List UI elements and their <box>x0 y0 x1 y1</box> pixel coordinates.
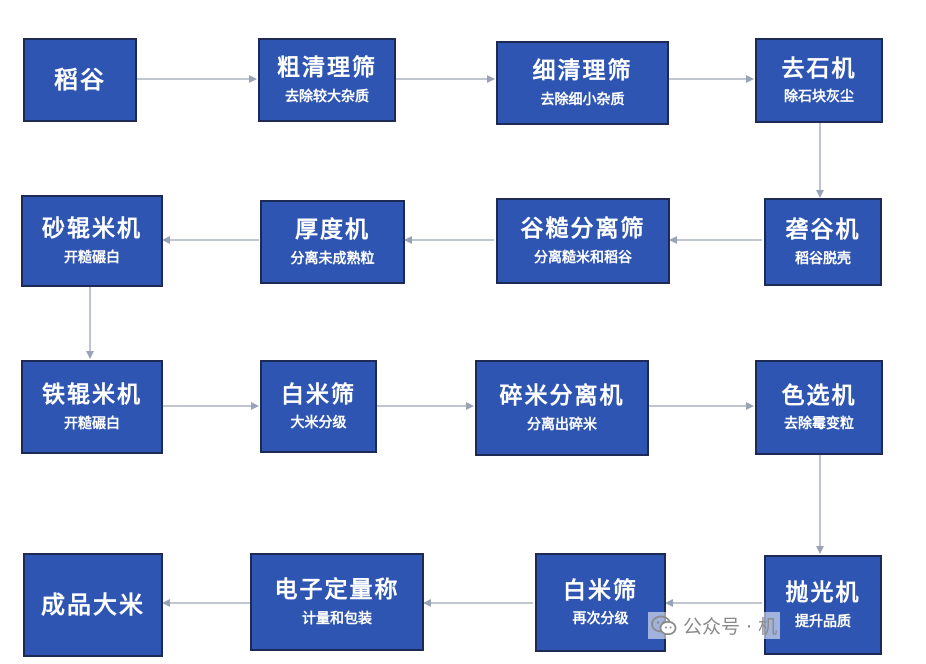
node-title: 色选机 <box>781 382 857 409</box>
node-title: 去石机 <box>781 55 857 82</box>
node-subtitle: 去除细小杂质 <box>540 91 625 108</box>
node-paddy: 稻谷 <box>23 38 137 122</box>
node-title: 砻谷机 <box>785 217 861 244</box>
node-subtitle: 去除较大杂质 <box>285 88 369 105</box>
node-paddy-sep: 谷糙分离筛 分离糙米和稻谷 <box>496 198 670 284</box>
node-white-sifter-2: 白米筛 再次分级 <box>535 553 666 652</box>
node-destoner: 去石机 除石块灰尘 <box>755 38 883 123</box>
node-subtitle: 再次分级 <box>572 611 629 628</box>
node-title: 稻谷 <box>54 66 106 94</box>
node-subtitle: 稻谷脱壳 <box>795 250 851 267</box>
watermark-text: 公众号 · 机 <box>683 616 778 638</box>
node-title: 谷糙分离筛 <box>520 216 646 243</box>
node-rough-clean: 粗清理筛 去除较大杂质 <box>258 38 396 122</box>
node-subtitle: 分离糙米和稻谷 <box>534 249 632 266</box>
watermark: 公众号 · 机 <box>648 612 781 639</box>
node-title: 白米筛 <box>563 577 638 604</box>
node-title: 粗清理筛 <box>277 55 377 82</box>
node-white-sifter-1: 白米筛 大米分级 <box>260 360 377 453</box>
node-subtitle: 提升品质 <box>795 613 851 630</box>
node-subtitle: 计量和包装 <box>302 610 372 627</box>
node-scale: 电子定量称 计量和包装 <box>250 553 424 651</box>
wechat-icon <box>651 615 677 637</box>
node-title: 碎米分离机 <box>499 383 625 410</box>
node-fine-clean: 细清理筛 去除细小杂质 <box>496 41 669 125</box>
node-broken-sep: 碎米分离机 分离出碎米 <box>475 360 649 456</box>
node-subtitle: 大米分级 <box>290 415 347 432</box>
node-husker: 砻谷机 稻谷脱壳 <box>764 198 882 286</box>
node-title: 细清理筛 <box>532 58 633 85</box>
node-title: 成品大米 <box>41 591 145 619</box>
node-thickness: 厚度机 分离未成熟粒 <box>260 200 405 284</box>
node-subtitle: 开糙碾白 <box>64 415 120 432</box>
node-title: 铁辊米机 <box>42 382 142 409</box>
node-title: 电子定量称 <box>274 577 400 604</box>
node-title: 白米筛 <box>281 381 356 408</box>
node-title: 砂辊米机 <box>42 216 142 243</box>
node-subtitle: 去除霉变粒 <box>784 416 854 433</box>
node-finished: 成品大米 <box>23 553 163 657</box>
node-subtitle: 除石块灰尘 <box>784 89 854 106</box>
node-polisher: 抛光机 提升品质 <box>764 555 882 655</box>
node-subtitle: 分离出碎米 <box>527 416 597 433</box>
node-title: 厚度机 <box>295 217 370 244</box>
node-sand-roller: 砂辊米机 开糙碾白 <box>21 195 163 287</box>
node-subtitle: 开糙碾白 <box>64 249 120 266</box>
node-iron-roller: 铁辊米机 开糙碾白 <box>21 360 163 454</box>
node-subtitle: 分离未成熟粒 <box>290 250 375 267</box>
node-color-sorter: 色选机 去除霉变粒 <box>755 360 883 455</box>
node-title: 抛光机 <box>785 580 861 607</box>
